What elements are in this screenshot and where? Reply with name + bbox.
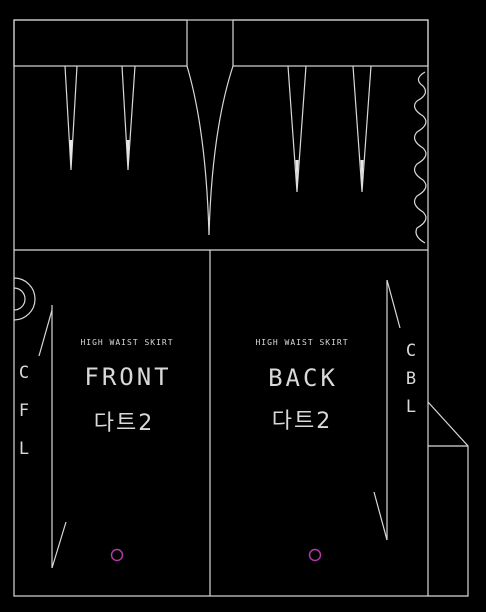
back-dart-right: [352, 65, 372, 193]
back-dart-left: [287, 65, 307, 193]
front-dart-left: [64, 65, 78, 171]
front-fold-tick-bottom: [51, 521, 67, 569]
back-side-label-b: B: [406, 369, 416, 389]
front-drill-marker: [110, 548, 124, 562]
front-fold-tick-top: [38, 309, 53, 357]
front-edge-circle-outer: [13, 277, 36, 321]
back-fold-tick-bottom: [373, 491, 388, 541]
front-subtitle: HIGH WAIST SKIRT: [80, 338, 173, 347]
back-dart-label: 다트2: [272, 409, 332, 434]
back-fold-tick-top: [386, 279, 401, 329]
back-extension-piece: [427, 401, 469, 597]
front-dart-right: [121, 65, 136, 171]
back-drill-marker: [308, 548, 322, 562]
front-side-label-c: C: [19, 363, 29, 383]
back-waistband: [232, 19, 429, 67]
back-side-label-c: C: [406, 341, 416, 361]
front-waistband: [13, 19, 188, 67]
front-dart-label: 다트2: [94, 411, 154, 436]
back-side-seam-curve: [208, 65, 234, 236]
front-side-seam-curve: [186, 65, 210, 236]
back-title: BACK: [268, 364, 338, 392]
front-edge-circle-inner: [13, 287, 26, 311]
pattern-outer-frame: [13, 19, 429, 597]
front-side-label-f: F: [19, 401, 29, 421]
back-wavy-edge: [413, 71, 427, 244]
back-side-label-l: L: [406, 397, 416, 417]
back-subtitle: HIGH WAIST SKIRT: [255, 338, 348, 347]
front-side-label-l: L: [19, 439, 29, 459]
front-title: FRONT: [84, 363, 171, 391]
